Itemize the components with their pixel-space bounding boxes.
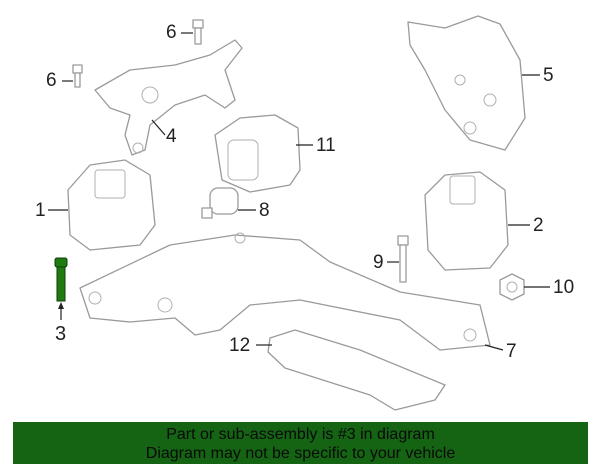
part-9-bolt[interactable]: [397, 235, 409, 283]
part-2-mount[interactable]: [424, 171, 509, 271]
part-4-arm[interactable]: [94, 39, 243, 156]
part-6-bolt-top[interactable]: [192, 19, 204, 45]
part-8-stud[interactable]: [201, 187, 239, 219]
banner-line-2: Diagram may not be specific to your vehi…: [145, 445, 456, 462]
part-10-nut[interactable]: [499, 273, 525, 301]
callout-1: 1: [35, 200, 46, 221]
part-3-bolt-highlighted[interactable]: [54, 257, 68, 302]
part-11-mount[interactable]: [214, 114, 301, 193]
callout-12: 12: [229, 335, 251, 356]
callout-2: 2: [533, 215, 544, 236]
callout-6-left: 6: [46, 70, 57, 91]
callout-8: 8: [259, 200, 270, 221]
callout-6-top: 6: [166, 22, 177, 43]
callout-5: 5: [543, 65, 554, 86]
callout-11: 11: [316, 135, 336, 156]
part-7-crossmember[interactable]: [79, 232, 491, 351]
part-5-bracket[interactable]: [407, 15, 526, 151]
leader-lines: [48, 32, 550, 351]
diagram-notice-banner: Part or sub-assembly is #3 in diagram Di…: [13, 422, 588, 464]
callout-7: 7: [506, 341, 517, 362]
callout-4: 4: [166, 126, 177, 147]
part-6-bolt-left[interactable]: [72, 64, 83, 88]
part-1-mount[interactable]: [67, 159, 156, 251]
callout-9: 9: [373, 252, 384, 273]
callout-3: 3: [55, 323, 67, 345]
banner-line-1: Part or sub-assembly is #3 in diagram: [166, 426, 435, 443]
callout-10: 10: [553, 277, 575, 298]
part-12-brace[interactable]: [267, 329, 446, 411]
